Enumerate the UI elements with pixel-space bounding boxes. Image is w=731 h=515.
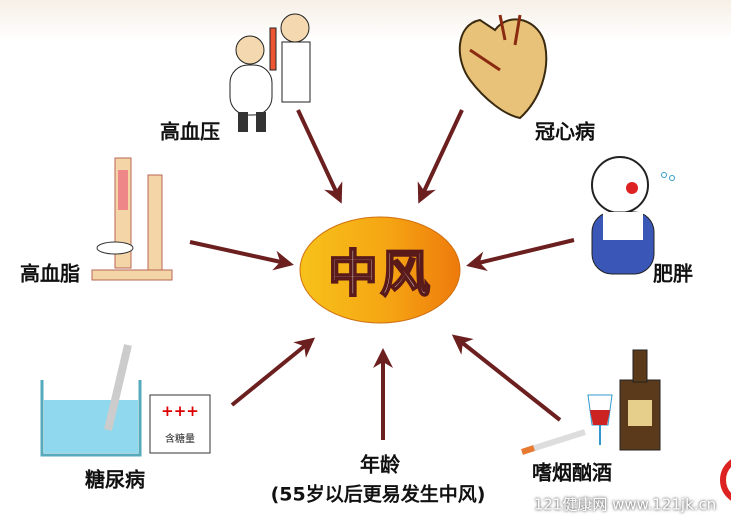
label-age-note: (55岁以后更易发生中风) bbox=[270, 483, 486, 506]
obese-person-illustration bbox=[591, 156, 675, 275]
arrow-hypertension bbox=[296, 109, 343, 204]
arrow-obesity bbox=[466, 238, 575, 271]
sugar-label: 含糖量 bbox=[165, 432, 195, 445]
arrow-smoking-drinking bbox=[451, 334, 562, 422]
red-logo-mark bbox=[720, 459, 731, 501]
label-diabetes: 糖尿病 bbox=[85, 467, 145, 492]
center-ellipse bbox=[299, 216, 461, 324]
lab-tubes-illustration bbox=[91, 157, 173, 281]
center-label-stroke: 中风 bbox=[327, 244, 432, 304]
arrow-coronary bbox=[417, 109, 464, 204]
plus-marks: +++ bbox=[161, 402, 199, 420]
label-obesity: 肥胖 bbox=[653, 261, 693, 286]
label-hyperlipidemia: 高血脂 bbox=[20, 261, 80, 286]
label-hypertension: 高血压 bbox=[160, 119, 220, 144]
arrow-diabetes bbox=[230, 337, 316, 407]
heart-illustration bbox=[458, 14, 548, 120]
beaker-illustration: +++ 含糖量 bbox=[40, 344, 211, 457]
label-smoking-drinking: 嗜烟酗酒 bbox=[532, 460, 612, 485]
label-age: 年龄 bbox=[360, 452, 400, 477]
watermark: 121健康网 www.121jk.cn bbox=[533, 495, 717, 514]
arrows bbox=[189, 109, 575, 440]
doctor-patient-illustration bbox=[229, 13, 311, 132]
label-coronary: 冠心病 bbox=[535, 119, 595, 144]
arrow-hyperlipidemia bbox=[189, 240, 294, 271]
wine-cigarette-illustration bbox=[521, 349, 661, 455]
